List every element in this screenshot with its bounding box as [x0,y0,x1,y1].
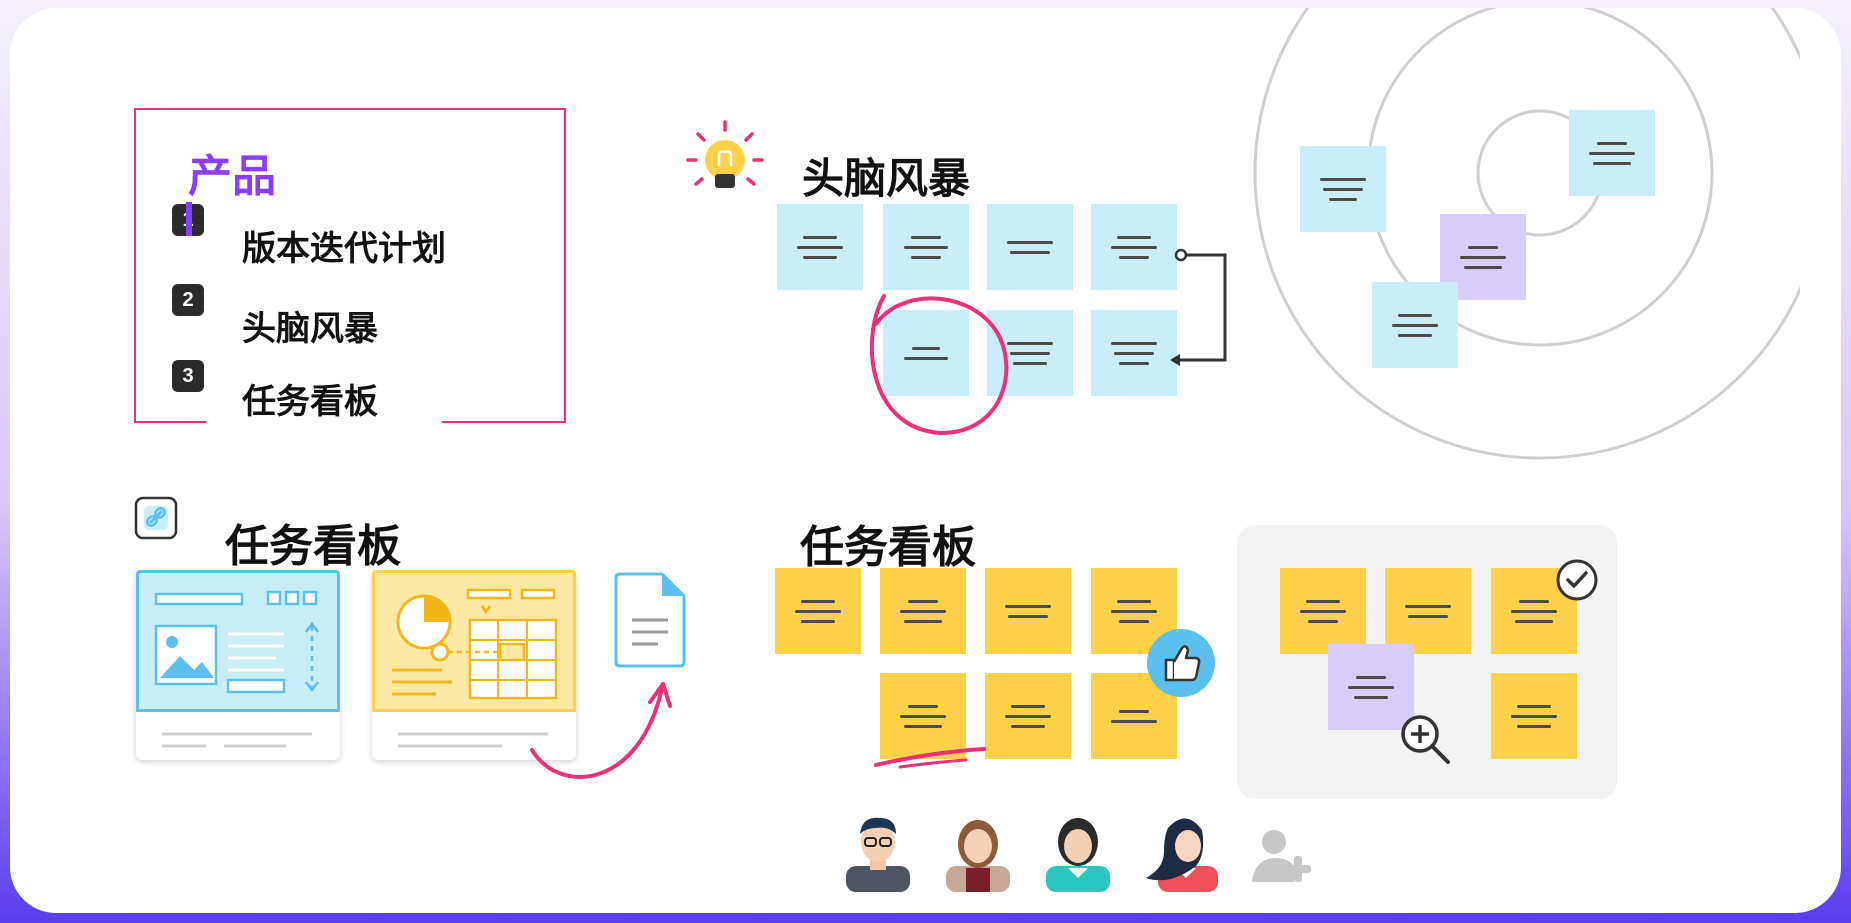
zoom-in-icon[interactable] [1396,710,1454,768]
avatar[interactable] [1036,808,1120,892]
sticky-note-highlighted[interactable] [883,310,969,396]
check-circle-icon[interactable] [1555,558,1599,602]
sticky-note[interactable] [1328,644,1414,730]
sticky-note[interactable] [1372,282,1458,368]
sticky-note[interactable] [1300,146,1386,232]
sticky-note[interactable] [1091,204,1177,290]
flow-arrow [530,682,672,779]
lightbulb-icon [686,120,764,188]
avatar[interactable] [836,808,920,892]
template-card-layout[interactable] [136,570,340,760]
toc-title: 产品 [188,151,276,202]
annotation-layer [869,248,1227,436]
sticky-note[interactable] [985,568,1071,654]
sticky-note[interactable] [1569,110,1655,196]
chart-illustration [392,588,558,748]
sticky-note[interactable] [985,673,1071,759]
sticky-note[interactable] [1385,568,1471,654]
kanban-left-title: 任务看板 [225,521,401,572]
link-icon[interactable] [134,496,178,540]
whiteboard-canvas: 产品 1 版本迭代计划 2 头脑风暴 3 任务看板 头脑风暴 [10,8,1841,913]
sticky-note[interactable] [775,568,861,654]
underline-annotation [874,747,986,769]
sticky-note[interactable] [987,204,1073,290]
sticky-note[interactable] [883,204,969,290]
kanban-right-title: 任务看板 [800,522,976,573]
sticky-note[interactable] [880,568,966,654]
text-cursor [186,202,192,236]
toc-badge-2: 2 [172,284,204,316]
thumbs-up-icon[interactable] [1146,628,1216,698]
sticky-note[interactable] [987,310,1073,396]
document-icon[interactable] [606,568,692,672]
toc-item-kanban[interactable]: 任务看板 [242,382,378,422]
sticky-note[interactable] [880,673,966,759]
layout-illustration [154,590,319,748]
toc-badge-3: 3 [172,360,204,392]
sticky-note[interactable] [1491,673,1577,759]
sticky-note[interactable] [777,204,863,290]
avatar[interactable] [1140,808,1224,892]
sticky-note[interactable] [1280,568,1366,654]
frame-gap [206,419,442,427]
avatar[interactable] [936,808,1020,892]
toc-item-brainstorm[interactable]: 头脑风暴 [242,309,378,349]
brainstorm-title: 头脑风暴 [802,154,971,203]
toc-item-version-plan[interactable]: 版本迭代计划 [242,229,446,269]
template-card-chart[interactable] [372,570,576,760]
add-user-icon[interactable] [1246,820,1318,892]
sticky-note[interactable] [1091,310,1177,396]
